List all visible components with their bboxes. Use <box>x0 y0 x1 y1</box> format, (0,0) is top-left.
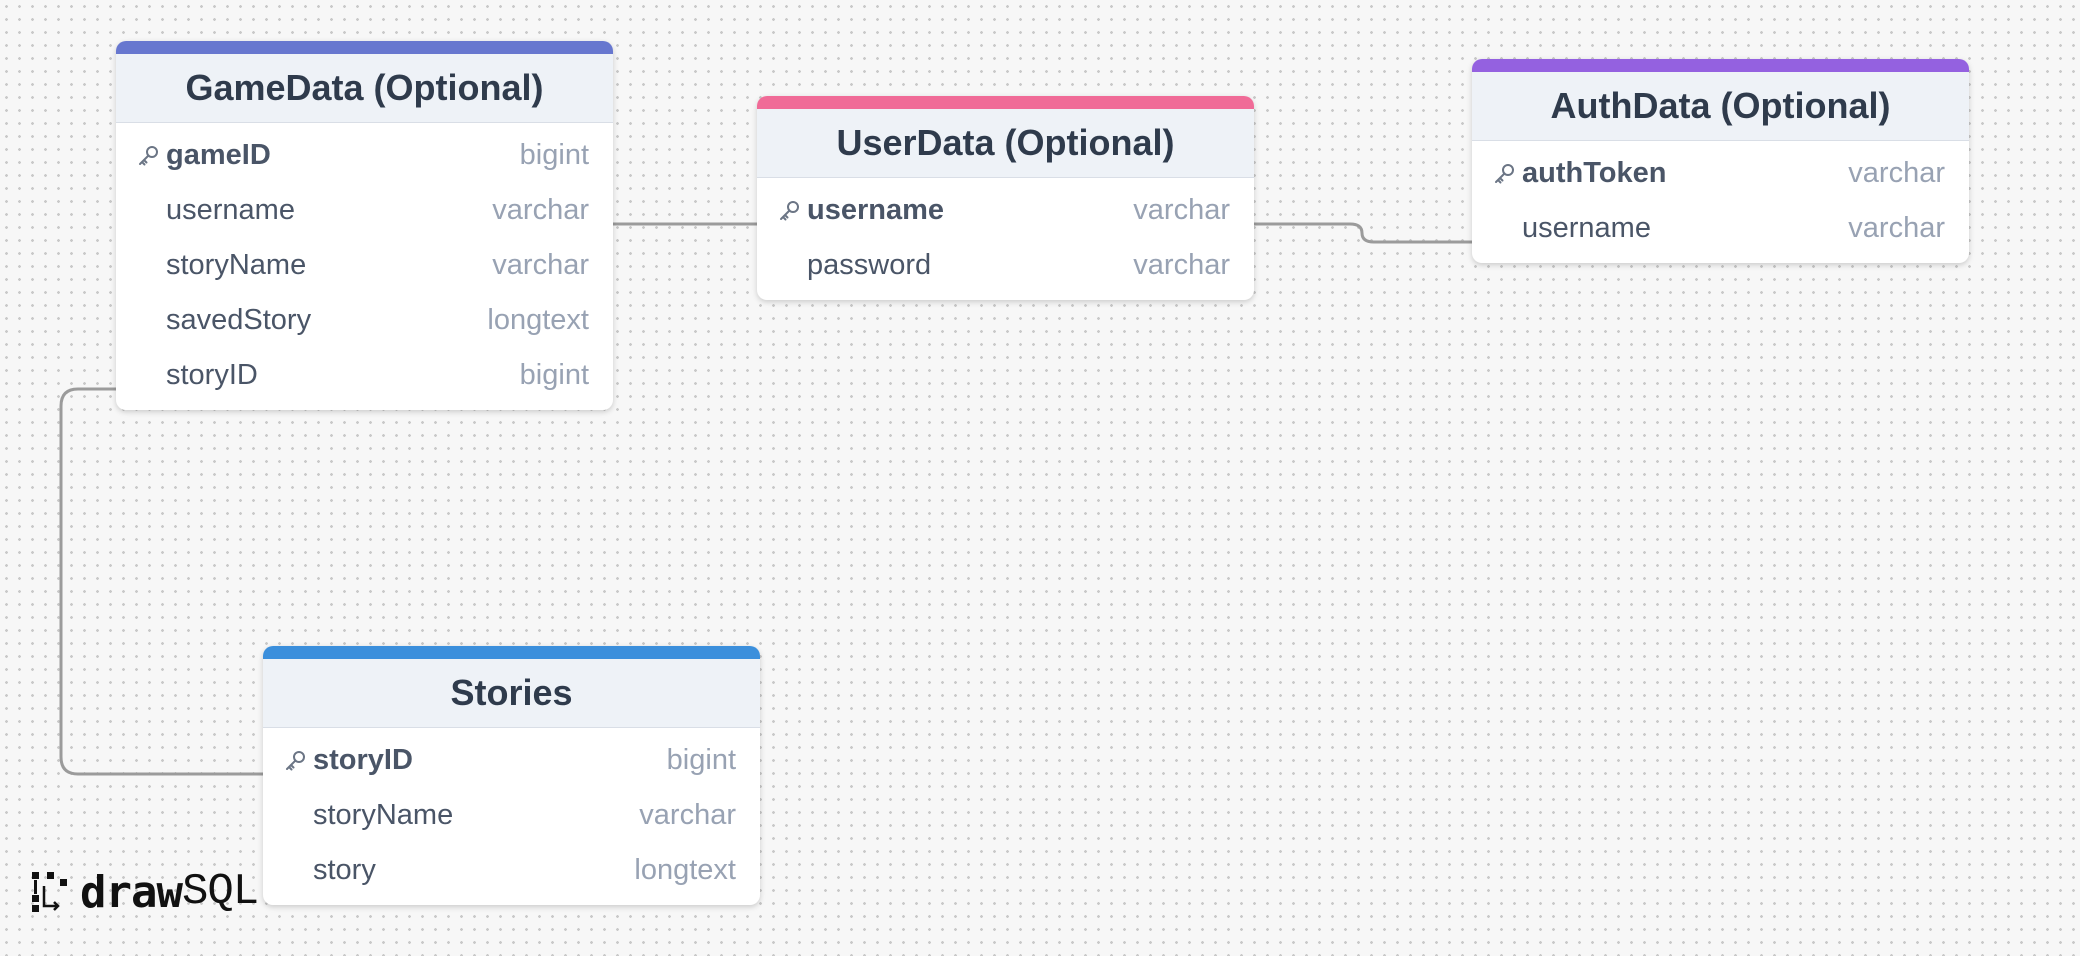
key-icon <box>286 750 305 770</box>
table-title: AuthData (Optional) <box>1550 85 1891 126</box>
table-authdata[interactable]: AuthData (Optional) authToken varchar us… <box>1472 59 1969 263</box>
column-name: storyID <box>313 744 413 776</box>
column-row[interactable]: storyName varchar <box>263 788 760 843</box>
column-name: username <box>807 194 945 226</box>
column-name: username <box>1522 212 1651 244</box>
column-list: gameID bigint username varchar storyName… <box>116 123 613 410</box>
column-row[interactable]: story longtext <box>263 843 760 898</box>
logo-text-sql: SQL <box>181 867 259 917</box>
logo-text-draw: draw <box>80 866 183 918</box>
column-type: varchar <box>492 194 589 226</box>
column-type: varchar <box>1848 157 1945 189</box>
column-name: savedStory <box>166 304 312 336</box>
column-name: story <box>313 854 376 886</box>
column-row[interactable]: gameID bigint <box>116 128 613 183</box>
column-row[interactable]: savedStory longtext <box>116 293 613 348</box>
column-type: bigint <box>519 139 589 171</box>
column-name: storyName <box>166 249 307 281</box>
table-color-bar <box>757 96 1254 109</box>
column-name: password <box>807 249 932 281</box>
column-row[interactable]: authToken varchar <box>1472 146 1969 201</box>
key-icon <box>780 200 799 220</box>
table-header[interactable]: UserData (Optional) <box>757 109 1254 178</box>
column-name: gameID <box>166 139 271 171</box>
table-title: Stories <box>450 672 573 713</box>
table-title: GameData (Optional) <box>185 67 544 108</box>
column-name: authToken <box>1522 157 1667 189</box>
table-stories[interactable]: Stories storyID bigint storyName varchar… <box>263 646 760 905</box>
column-type: varchar <box>1133 249 1230 281</box>
table-color-bar <box>1472 59 1969 72</box>
column-type: bigint <box>666 744 736 776</box>
column-type: varchar <box>639 799 736 831</box>
column-type: bigint <box>519 359 589 391</box>
key-icon <box>1495 163 1514 183</box>
column-type: varchar <box>1848 212 1945 244</box>
column-name: username <box>166 194 295 226</box>
column-list: username varchar password varchar <box>757 178 1254 300</box>
column-row[interactable]: username varchar <box>1472 201 1969 256</box>
column-list: storyID bigint storyName varchar story l… <box>263 728 760 905</box>
column-type: varchar <box>492 249 589 281</box>
relation-userdata-authdata[interactable] <box>1254 222 1472 244</box>
column-type: varchar <box>1133 194 1230 226</box>
column-row[interactable]: storyID bigint <box>116 348 613 403</box>
column-row[interactable]: username varchar <box>757 183 1254 238</box>
table-header[interactable]: Stories <box>263 659 760 728</box>
column-row[interactable]: username varchar <box>116 183 613 238</box>
column-row[interactable]: storyID bigint <box>263 733 760 788</box>
table-gamedata[interactable]: GameData (Optional) gameID bigint userna… <box>116 41 613 410</box>
table-color-bar <box>116 41 613 54</box>
table-title: UserData (Optional) <box>836 122 1175 163</box>
key-icon <box>139 145 158 165</box>
table-header[interactable]: GameData (Optional) <box>116 54 613 123</box>
column-row[interactable]: storyName varchar <box>116 238 613 293</box>
drawsql-logo-icon <box>32 872 67 912</box>
column-name: storyName <box>313 799 454 831</box>
table-userdata[interactable]: UserData (Optional) username varchar pas… <box>757 96 1254 300</box>
column-type: longtext <box>634 854 736 886</box>
column-list: authToken varchar username varchar <box>1472 141 1969 263</box>
table-color-bar <box>263 646 760 659</box>
table-header[interactable]: AuthData (Optional) <box>1472 72 1969 141</box>
column-row[interactable]: password varchar <box>757 238 1254 293</box>
column-name: storyID <box>166 359 258 391</box>
relation-gamedata-stories[interactable] <box>59 387 263 776</box>
column-type: longtext <box>487 304 589 336</box>
